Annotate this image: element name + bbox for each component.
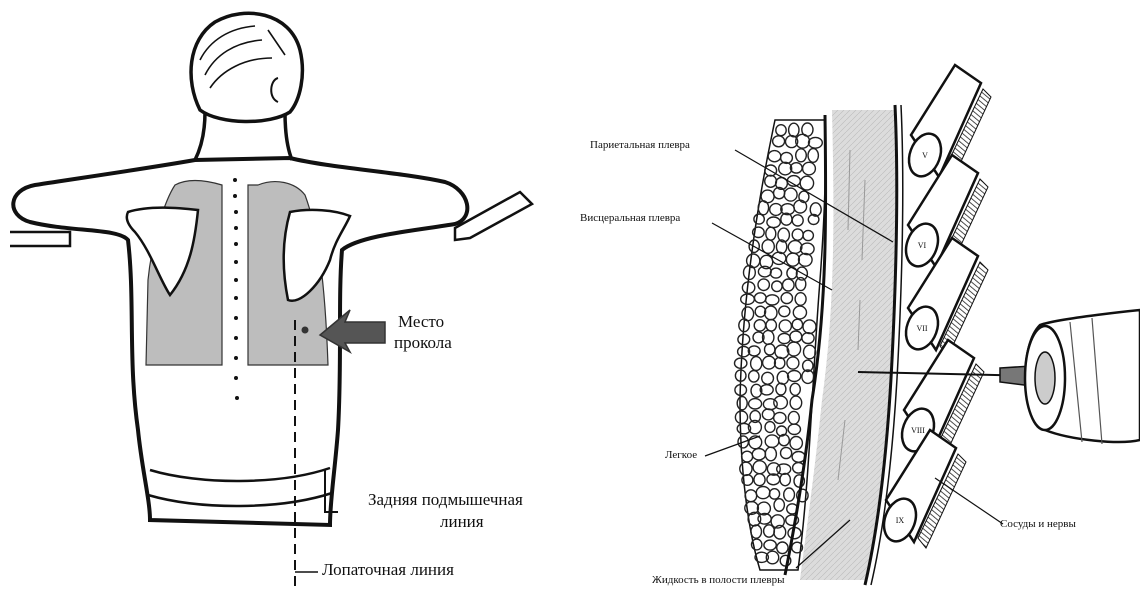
label-visceral-pleura: Висцеральная плевра	[580, 212, 680, 225]
label-posterior-axillary-line2: линия	[440, 512, 484, 532]
label-parietal-pleura: Париетальная плевра	[590, 139, 690, 152]
label-pleural-fluid: Жидкость в полости плевры	[652, 574, 784, 587]
label-posterior-axillary-line1: Задняя подмышечная	[368, 490, 523, 510]
label-puncture-site-line2: прокола	[394, 333, 452, 353]
rib-label-viii: VIII	[911, 426, 925, 435]
rib-label-vi: VI	[918, 241, 927, 250]
label-scapular-line: Лопаточная линия	[322, 560, 454, 580]
rib-label-v: V	[922, 151, 928, 160]
support-bar-left	[10, 232, 70, 246]
pleural-cross-section: V VI VII VIII IX	[705, 65, 1140, 585]
label-vessels-nerves: Сосуды и нервы	[1000, 518, 1076, 531]
label-puncture-site-line1: Место	[398, 312, 444, 332]
label-lung: Легкое	[665, 449, 697, 462]
head	[191, 13, 302, 121]
rib-label-vii: VII	[916, 324, 927, 333]
rib-label-ix: IX	[896, 516, 905, 525]
puncture-point	[302, 327, 309, 334]
